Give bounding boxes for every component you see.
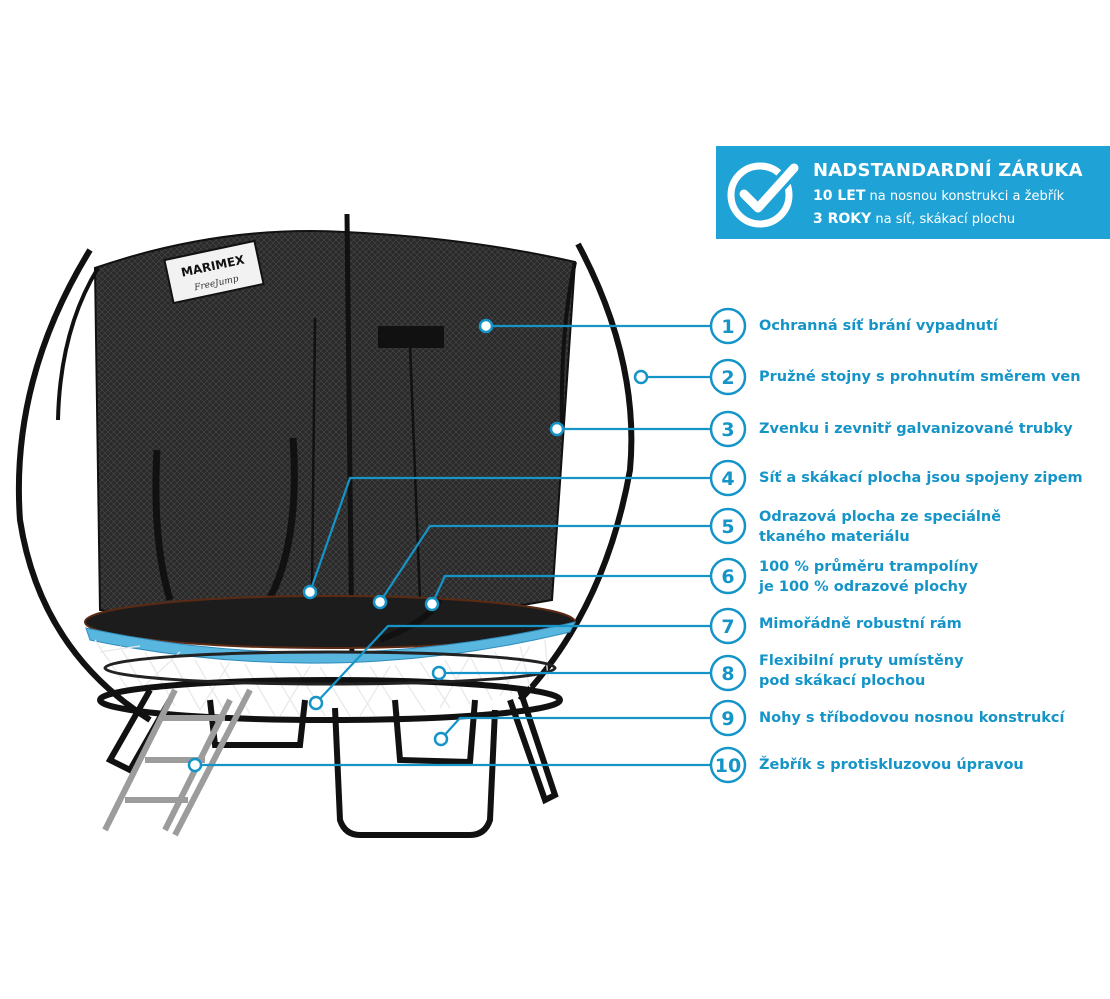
callout-dot-7 — [308, 695, 324, 711]
callout-dot-1 — [478, 318, 494, 334]
feature-label-1: Ochranná síť brání vypadnutí — [759, 316, 998, 336]
feature-text-line: Žebřík s protiskluzovou úpravou — [759, 757, 1024, 773]
feature-badge-3: 3 — [709, 410, 747, 448]
leg-right — [507, 689, 559, 805]
svg-text:7: 7 — [721, 616, 734, 638]
feature-label-8: Flexibilní pruty umístěny pod skákací plo… — [759, 651, 964, 691]
feature-text-line: Síť a skákací plocha jsou spojeny zipem — [759, 470, 1083, 486]
feature-text-line: Ochranná síť brání vypadnutí — [759, 318, 998, 334]
svg-text:2: 2 — [721, 367, 734, 389]
feature-badge-4: 4 — [709, 459, 747, 497]
feature-label-6: 100 % průměru trampolíny je 100 % odrazov… — [759, 557, 978, 597]
callout-dot-9 — [433, 731, 449, 747]
feature-text-line: pod skákací plochou — [759, 673, 926, 689]
svg-text:4: 4 — [721, 468, 734, 490]
feature-text-line: je 100 % odrazové plochy — [759, 579, 968, 595]
feature-label-4: Síť a skákací plocha jsou spojeny zipem — [759, 468, 1083, 488]
warranty-line-1: 10 LET na nosnou konstrukci a žebřík — [813, 188, 1065, 204]
svg-text:8: 8 — [721, 663, 734, 685]
marimex-logo: MARIMEX FreeJump — [163, 239, 265, 305]
feature-label-7: Mimořádně robustní rám — [759, 614, 962, 634]
feature-text-line: Flexibilní pruty umístěny — [759, 653, 964, 669]
feature-text-line: Zvenku i zevnitř galvanizované trubky — [759, 421, 1073, 437]
callout-dot-5 — [372, 594, 388, 610]
callout-dot-2 — [633, 369, 649, 385]
svg-text:9: 9 — [721, 708, 734, 730]
feature-badge-1: 1 — [709, 307, 747, 345]
callout-dot-4 — [302, 584, 318, 600]
warranty-line-2: 3 ROKY na síť, skákací plochu — [813, 211, 1016, 227]
svg-text:3: 3 — [721, 419, 734, 441]
safety-net — [93, 230, 577, 624]
steel-frame — [97, 677, 563, 723]
feature-badge-6: 6 — [709, 557, 747, 595]
frame-pad — [85, 621, 576, 664]
callout-dot-3 — [549, 421, 565, 437]
feature-label-9: Nohy s tříbodovou nosnou konstrukcí — [759, 708, 1064, 728]
feature-text-line: Mimořádně robustní rám — [759, 616, 962, 632]
callout-dot-6 — [424, 596, 440, 612]
callout-dot-8 — [431, 665, 447, 681]
svg-text:5: 5 — [721, 516, 734, 538]
feature-badge-8: 8 — [709, 654, 747, 692]
svg-text:6: 6 — [721, 566, 734, 588]
feature-label-2: Pružné stojny s prohnutím směrem ven — [759, 367, 1081, 387]
feature-label-10: Žebřík s protiskluzovou úpravou — [759, 755, 1024, 775]
feature-text-line: 100 % průměru trampolíny — [759, 559, 979, 575]
feature-label-3: Zvenku i zevnitř galvanizované trubky — [759, 419, 1073, 439]
warranty-banner: NADSTANDARDNÍ ZÁRUKA 10 LET na nosnou ko… — [716, 146, 1110, 239]
feature-badge-10: 10 — [709, 746, 747, 784]
callout-lines — [195, 324, 710, 767]
feature-text-line: Nohy s tříbodovou nosnou konstrukcí — [759, 710, 1065, 726]
feature-text-line: tkaného materiálu — [759, 529, 910, 545]
callout-dot-10 — [187, 757, 203, 773]
callout-dots — [187, 318, 649, 773]
curved-pole-right — [517, 242, 635, 703]
feature-text-line: Odrazová plocha ze speciálně — [759, 509, 1002, 525]
svg-text:10: 10 — [715, 755, 741, 777]
feature-label-5: Odrazová plocha ze speciálně tkaného mate… — [759, 507, 1001, 547]
leg-center — [332, 707, 498, 838]
feature-badge-2: 2 — [709, 358, 747, 396]
feature-badge-5: 5 — [709, 507, 747, 545]
feature-text-line: Pružné stojny s prohnutím směrem ven — [759, 369, 1081, 385]
feature-badge-9: 9 — [709, 699, 747, 737]
svg-text:1: 1 — [721, 316, 734, 338]
feature-badge-7: 7 — [709, 607, 747, 645]
curved-pole-left — [15, 248, 152, 723]
warranty-title: NADSTANDARDNÍ ZÁRUKA — [813, 160, 1083, 181]
check-circle-icon — [727, 160, 802, 228]
